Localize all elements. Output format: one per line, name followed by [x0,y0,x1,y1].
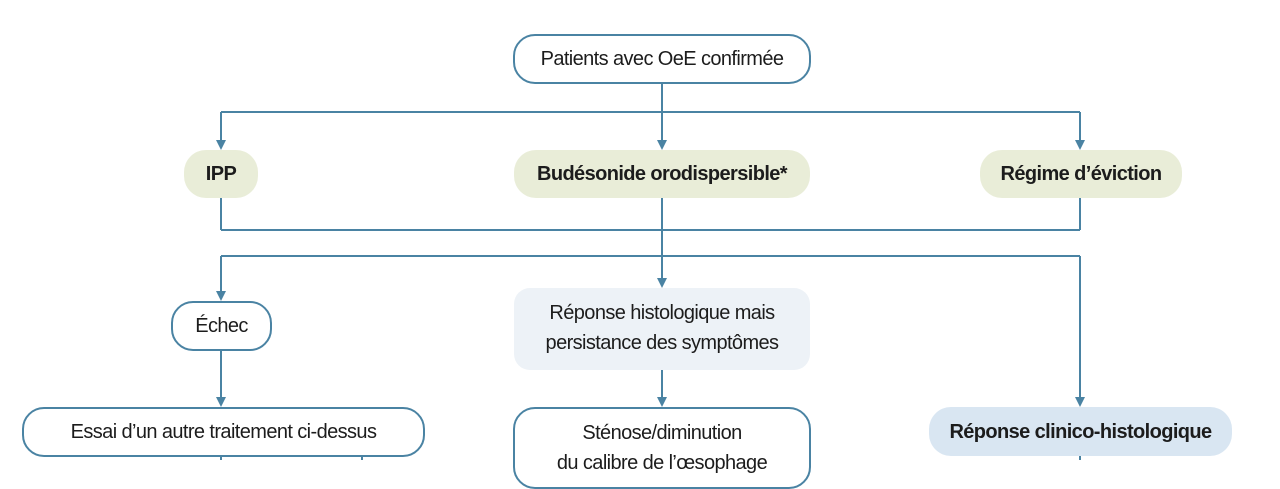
reponse-histologique-line-1: Réponse histologique mais [549,302,775,324]
treatment-node-regime: Régime d’éviction [980,150,1182,198]
flow-connectors [216,84,1085,460]
treatment-node-ipp: IPP [184,150,258,198]
action-node-essai: Essai d’un autre traitement ci-dessus [22,407,425,457]
root-node-patients: Patients avec OeE confirmée [513,34,811,84]
stenose-line-1: Sténose/diminution [582,422,742,444]
outcome-node-reponse-histologique: Réponse histologique mais persistance de… [514,288,810,370]
action-node-stenose: Sténose/diminution du calibre de l’œsoph… [513,407,811,489]
stenose-line-2: du calibre de l’œsophage [556,452,768,474]
reponse-histologique-line-2: persistance des symptômes [545,332,779,354]
treatment-node-budesonide: Budésonide orodispersible* [514,150,810,198]
outcome-node-reponse-clinico-histologique: Réponse clinico-histologique [929,407,1232,456]
outcome-node-echec: Échec [171,301,272,351]
